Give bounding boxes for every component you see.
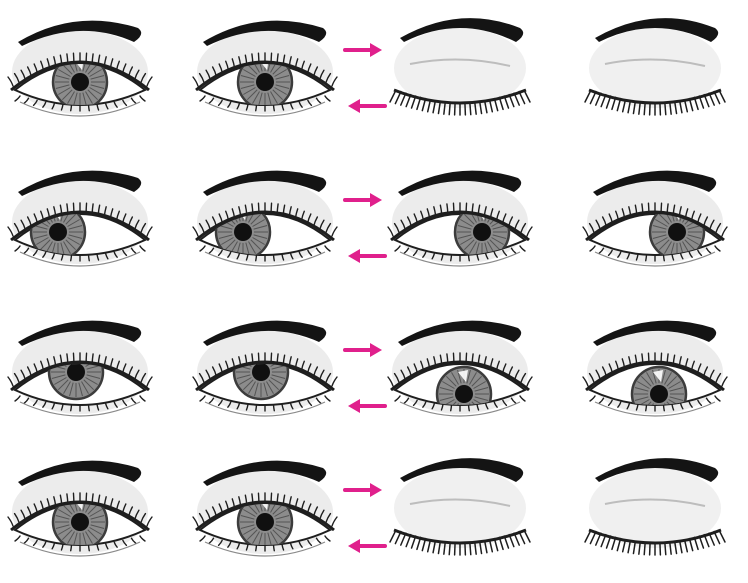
row-2 xyxy=(8,171,727,266)
eye-open-center xyxy=(193,461,337,556)
pupil xyxy=(252,363,270,381)
eye-open-down xyxy=(583,321,727,421)
eye-open-right xyxy=(388,171,532,266)
pupil xyxy=(256,513,274,531)
arrow-left-icon xyxy=(348,249,385,263)
pupil xyxy=(49,223,67,241)
pupil xyxy=(455,385,473,403)
eye-open-up xyxy=(193,321,337,416)
pupil xyxy=(650,385,668,403)
eye-open-right xyxy=(583,171,727,266)
pupil xyxy=(256,73,274,91)
eye-closed-none xyxy=(585,458,725,555)
arrow-left-icon xyxy=(348,539,385,553)
eye-open-center xyxy=(8,21,152,116)
row-4 xyxy=(8,458,725,556)
eye-open-down xyxy=(388,321,532,421)
arrow-left-icon xyxy=(348,399,385,413)
arrow-right-icon xyxy=(345,43,382,57)
pupil xyxy=(473,223,491,241)
eye-closed-none xyxy=(390,458,530,555)
arrow-right-icon xyxy=(345,193,382,207)
row-1 xyxy=(8,18,725,116)
pupil xyxy=(668,223,686,241)
arrow-right-icon xyxy=(345,483,382,497)
eye-open-up xyxy=(8,321,152,416)
eye-open-left xyxy=(193,171,337,266)
pupil xyxy=(67,363,85,381)
eye-closed-none xyxy=(390,18,530,115)
pupil xyxy=(71,513,89,531)
eye-open-left xyxy=(8,171,152,266)
eye-closed-none xyxy=(585,18,725,115)
pupil xyxy=(234,223,252,241)
pupil xyxy=(71,73,89,91)
eye-open-center xyxy=(193,21,337,116)
eye-open-center xyxy=(8,461,152,556)
arrow-left-icon xyxy=(348,99,385,113)
arrow-right-icon xyxy=(345,343,382,357)
